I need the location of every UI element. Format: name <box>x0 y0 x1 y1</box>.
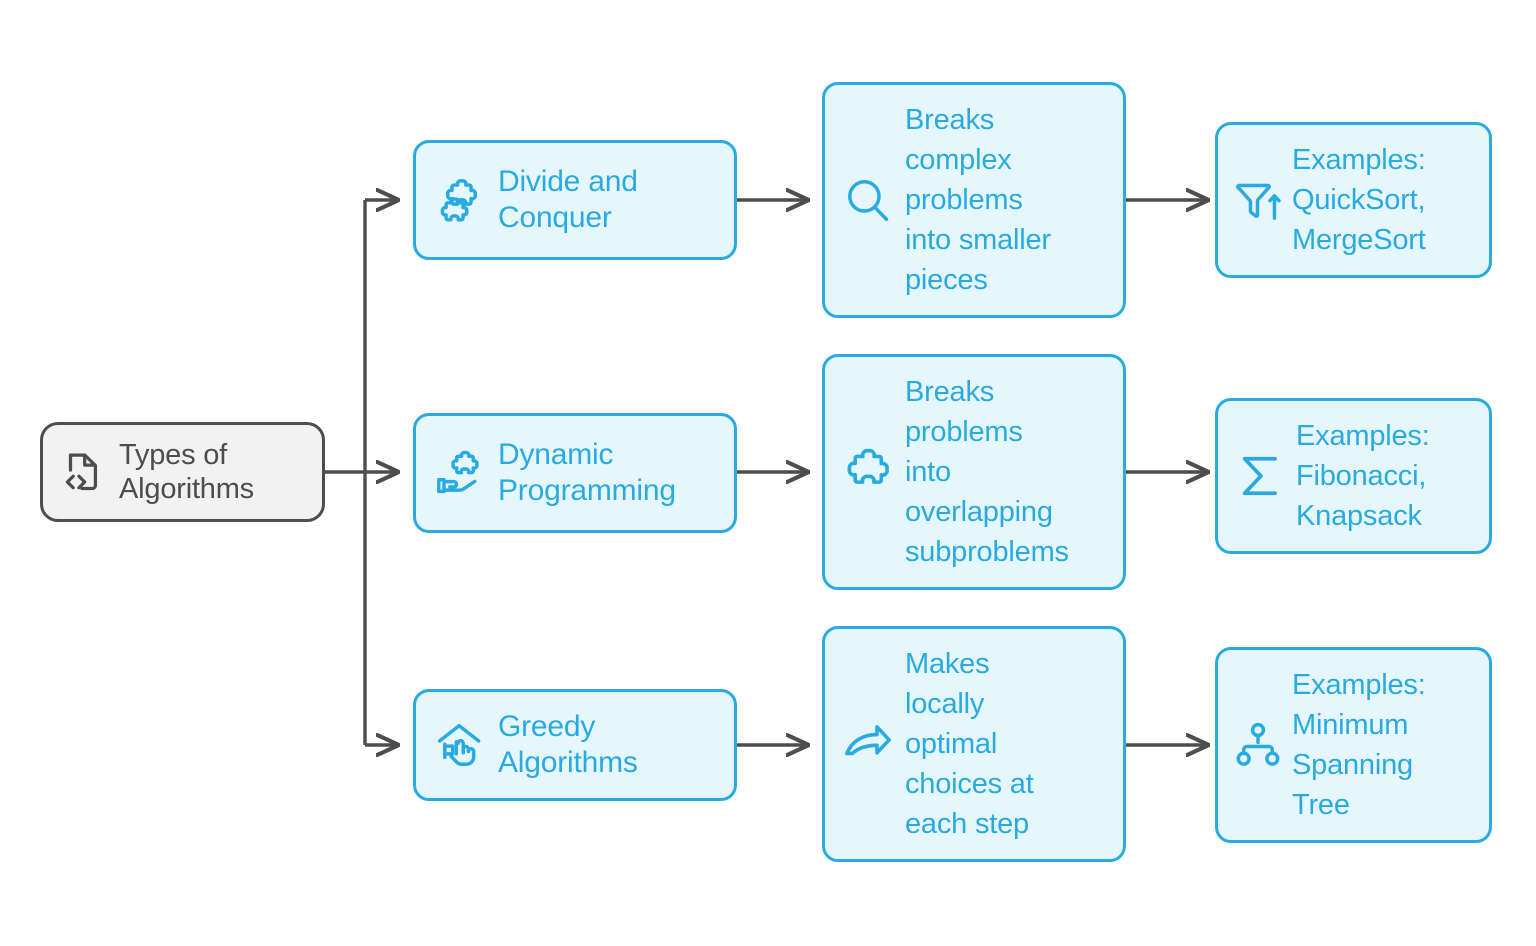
puzzle-pieces-icon <box>434 174 486 226</box>
tree-hierarchy-icon <box>1232 719 1284 771</box>
description-node-greedy-algorithms[interactable]: Makes locally optimal choices at each st… <box>822 626 1126 862</box>
file-code-icon <box>59 449 105 495</box>
root-node[interactable]: Types of Algorithms <box>40 422 325 522</box>
category-node-dynamic-programming[interactable]: Dynamic Programming <box>413 413 737 533</box>
category-node-label: Greedy Algorithms <box>498 710 638 779</box>
description-node-label: Breaks problems into overlapping subprob… <box>905 375 1069 569</box>
hand-holding-puzzle-icon <box>434 447 486 499</box>
description-node-label: Makes locally optimal choices at each st… <box>905 647 1034 841</box>
description-node-label: Breaks complex problems into smaller pie… <box>905 103 1051 297</box>
category-node-label: Divide and Conquer <box>498 165 638 234</box>
category-node-divide-and-conquer[interactable]: Divide and Conquer <box>413 140 737 260</box>
description-node-divide-and-conquer[interactable]: Breaks complex problems into smaller pie… <box>822 82 1126 318</box>
root-node-label: Types of Algorithms <box>119 438 254 505</box>
examples-node-label: Examples: Minimum Spanning Tree <box>1292 668 1426 822</box>
sigma-sum-icon <box>1232 448 1288 504</box>
examples-node-greedy-algorithms[interactable]: Examples: Minimum Spanning Tree <box>1215 647 1492 843</box>
description-node-dynamic-programming[interactable]: Breaks problems into overlapping subprob… <box>822 354 1126 590</box>
examples-node-label: Examples: QuickSort, MergeSort <box>1292 143 1426 256</box>
examples-node-divide-and-conquer[interactable]: Examples: QuickSort, MergeSort <box>1215 122 1492 278</box>
filter-sort-ascending-icon <box>1232 174 1284 226</box>
house-hand-select-icon <box>434 719 486 771</box>
examples-node-label: Examples: Fibonacci, Knapsack <box>1296 419 1430 532</box>
category-node-label: Dynamic Programming <box>498 438 676 507</box>
examples-node-dynamic-programming[interactable]: Examples: Fibonacci, Knapsack <box>1215 398 1492 554</box>
curved-arrow-icon <box>841 717 895 771</box>
category-node-greedy-algorithms[interactable]: Greedy Algorithms <box>413 689 737 801</box>
puzzle-piece-icon <box>841 445 895 499</box>
magnifying-glass-icon <box>841 173 895 227</box>
